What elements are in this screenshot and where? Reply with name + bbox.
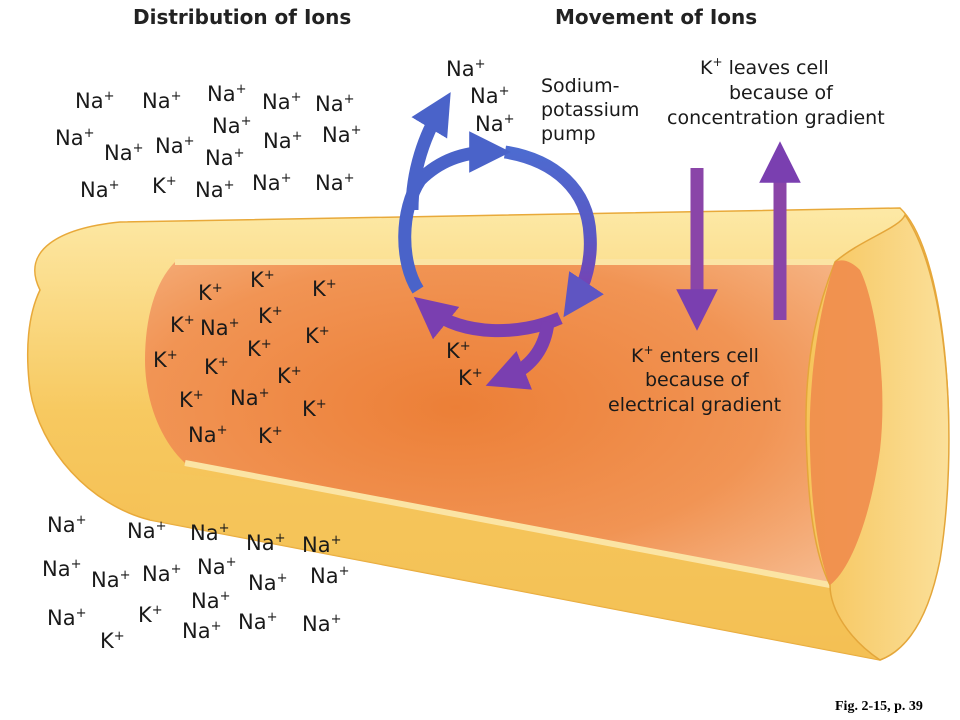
- sodium-ion-label: Na+: [475, 112, 514, 136]
- sodium-ion-label: Na+: [142, 89, 181, 113]
- heading-movement: Movement of Ions: [555, 5, 757, 29]
- sodium-ion-label: Na+: [322, 123, 361, 147]
- pump-k-entry-arrow: [485, 321, 555, 390]
- sodium-ion-label: Na+: [315, 92, 354, 116]
- potassium-ion-label: K+: [258, 304, 283, 328]
- pump-label-line-1: Sodium-: [541, 75, 619, 97]
- sodium-ion-label: Na+: [302, 533, 341, 557]
- sodium-ion-label: Na+: [238, 610, 277, 634]
- potassium-ion-label: K+: [302, 397, 327, 421]
- sodium-ion-label: Na+: [310, 564, 349, 588]
- sodium-ion-label: Na+: [142, 562, 181, 586]
- sodium-ion-label: Na+: [197, 555, 236, 579]
- potassium-ion-label: K+: [204, 355, 229, 379]
- pump-label-line-2: potassium: [541, 99, 639, 121]
- potassium-ion-label: K+: [312, 277, 337, 301]
- potassium-ion-label: K+: [446, 339, 471, 363]
- sodium-ion-label: Na+: [190, 521, 229, 545]
- sodium-ion-label: Na+: [80, 178, 119, 202]
- ion-labels: Na+ Na+ Na+ Na+ Na+ Na+ Na+ Na+ Na+ Na+ Na+ Na+ Na+ K…: [42, 57, 514, 653]
- k-leaves-label: K+ leaves cell because of concentration …: [667, 55, 885, 129]
- potassium-ion-label: K+: [152, 174, 177, 198]
- sodium-potassium-pump: [398, 92, 604, 390]
- k-leaves-line-2: because of: [729, 82, 834, 104]
- sodium-ion-label: Na+: [262, 90, 301, 114]
- potassium-ion-label: K+: [247, 337, 272, 361]
- potassium-ion-label: K+: [277, 364, 302, 388]
- k-enters-line-1: K+ enters cell: [631, 343, 759, 367]
- pump-arc-top: [503, 145, 604, 318]
- potassium-ion-label: K+: [170, 313, 195, 337]
- sodium-ion-label: Na+: [212, 114, 251, 138]
- sodium-ion-label: Na+: [446, 57, 485, 81]
- potassium-ion-label: K+: [179, 388, 204, 412]
- sodium-ion-label: Na+: [42, 557, 81, 581]
- potassium-ion-label: K+: [458, 366, 483, 390]
- figure-caption: Fig. 2-15, p. 39: [835, 699, 923, 714]
- k-leaves-line-3: concentration gradient: [667, 107, 885, 129]
- sodium-ion-label: Na+: [246, 531, 285, 555]
- k-enters-label: K+ enters cell because of electrical gra…: [608, 343, 781, 416]
- sodium-ion-label: Na+: [55, 126, 94, 150]
- sodium-ion-label: Na+: [191, 589, 230, 613]
- potassium-ion-label: K+: [250, 268, 275, 292]
- pump-label-line-3: pump: [541, 123, 596, 145]
- potassium-ion-label: K+: [198, 281, 223, 305]
- pump-label: Sodium- potassium pump: [541, 75, 639, 145]
- sodium-ion-label: Na+: [47, 606, 86, 630]
- k-leaves-line-1: K+ leaves cell: [700, 55, 829, 79]
- sodium-ion-label: Na+: [188, 423, 227, 447]
- potassium-ion-label: K+: [138, 603, 163, 627]
- sodium-ion-label: Na+: [263, 129, 302, 153]
- k-enters-line-2: because of: [645, 369, 750, 391]
- tube-lower-rim: [150, 470, 938, 660]
- sodium-ion-label: Na+: [207, 82, 246, 106]
- heading-distribution: Distribution of Ions: [133, 5, 351, 29]
- sodium-ion-label: Na+: [470, 84, 509, 108]
- sodium-ion-label: Na+: [230, 386, 269, 410]
- potassium-ion-label: K+: [305, 324, 330, 348]
- tube-inner-edge: [175, 259, 835, 588]
- potassium-ion-label: K+: [258, 424, 283, 448]
- sodium-ion-label: Na+: [127, 519, 166, 543]
- sodium-ion-label: Na+: [182, 619, 221, 643]
- potassium-ion-label: K+: [153, 348, 178, 372]
- sodium-ion-label: Na+: [91, 568, 130, 592]
- sodium-ion-label: Na+: [195, 178, 234, 202]
- tube-end-opening: [809, 260, 883, 585]
- sodium-ion-label: Na+: [302, 612, 341, 636]
- sodium-ion-label: Na+: [75, 89, 114, 113]
- sodium-ion-label: Na+: [205, 146, 244, 170]
- sodium-ion-label: Na+: [155, 134, 194, 158]
- sodium-ion-label: Na+: [315, 171, 354, 195]
- sodium-ion-label: Na+: [104, 141, 143, 165]
- potassium-ion-label: K+: [100, 629, 125, 653]
- tube-inner-lumen: [145, 262, 835, 585]
- potassium-arrows: [676, 141, 801, 331]
- sodium-ion-label: Na+: [248, 571, 287, 595]
- k-enters-line-3: electrical gradient: [608, 394, 781, 416]
- sodium-ion-label: Na+: [47, 513, 86, 537]
- pump-na-exit-arrow: [405, 92, 451, 211]
- sodium-ion-label: Na+: [252, 171, 291, 195]
- cell-membrane-tube: [26, 207, 950, 661]
- sodium-ion-label: Na+: [200, 316, 239, 340]
